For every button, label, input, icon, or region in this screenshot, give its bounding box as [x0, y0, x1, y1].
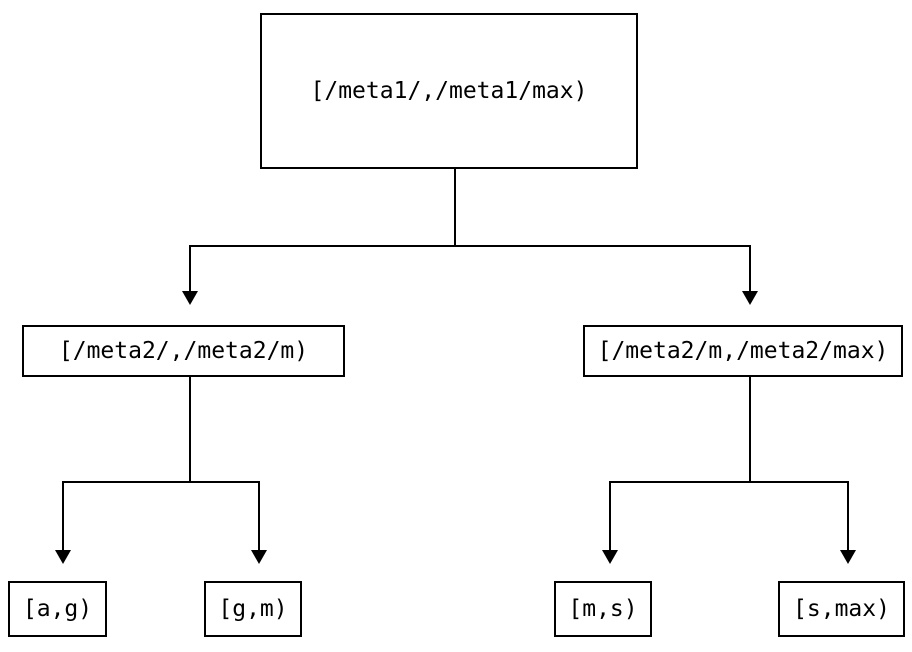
connector-drop-to-leaf-smax	[847, 481, 849, 550]
arrowhead-down-icon	[251, 550, 267, 564]
connector-drop-to-leaf-gm	[258, 481, 260, 550]
tree-node-meta2-high: [/meta2/m,/meta2/max)	[583, 325, 903, 377]
connector-right-subtree-horizontal	[609, 481, 849, 483]
connector-left-subtree-horizontal	[62, 481, 260, 483]
tree-leaf-node-smax: [s,max)	[778, 581, 905, 637]
tree-leaf-node-ms: [m,s)	[554, 581, 652, 637]
tree-node-root: [/meta1/,/meta1/max)	[260, 13, 638, 169]
tree-leaf-node-gm: [g,m)	[204, 581, 302, 637]
arrowhead-down-icon	[742, 291, 758, 305]
arrowhead-down-icon	[602, 550, 618, 564]
connector-level1-horizontal	[189, 245, 751, 247]
connector-left-subtree-stem	[189, 377, 191, 482]
arrowhead-down-icon	[182, 291, 198, 305]
connector-drop-to-left-child	[189, 245, 191, 291]
connector-root-stem	[454, 169, 456, 246]
connector-drop-to-leaf-ag	[62, 481, 64, 550]
connector-right-subtree-stem	[749, 377, 751, 482]
connector-drop-to-right-child	[749, 245, 751, 291]
connector-drop-to-leaf-ms	[609, 481, 611, 550]
arrowhead-down-icon	[55, 550, 71, 564]
tree-leaf-node-ag: [a,g)	[8, 581, 107, 637]
arrowhead-down-icon	[840, 550, 856, 564]
tree-node-meta2-low: [/meta2/,/meta2/m)	[22, 325, 345, 377]
